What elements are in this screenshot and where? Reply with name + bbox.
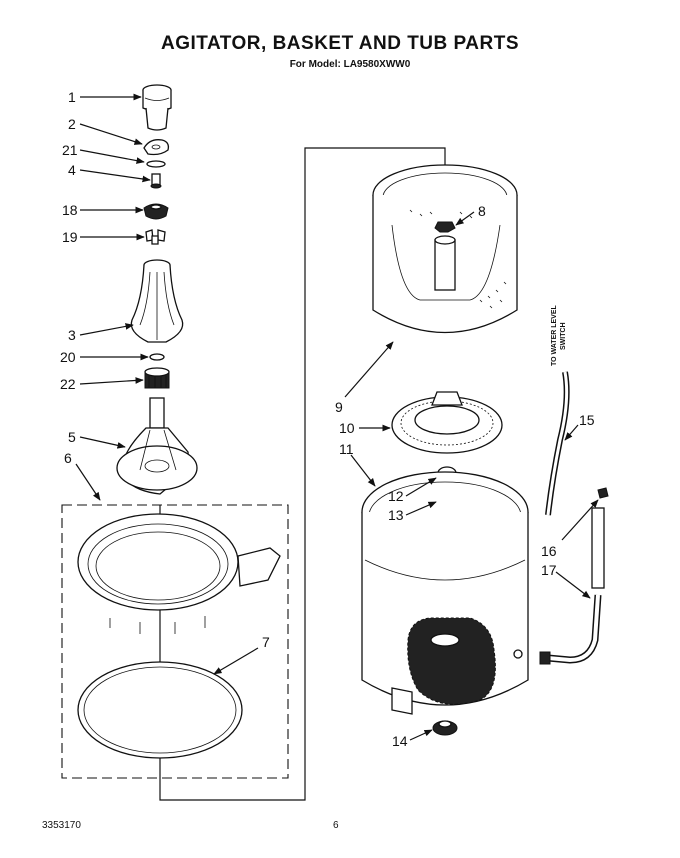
callout-6: 6 bbox=[64, 450, 72, 466]
part-ring bbox=[146, 160, 166, 168]
part-number: 3353170 bbox=[42, 820, 81, 831]
water-level-note: TO WATER LEVEL SWITCH bbox=[551, 304, 567, 366]
part-tub-ring bbox=[77, 661, 243, 759]
dashed-kit-box bbox=[61, 504, 289, 779]
callout-12: 12 bbox=[388, 488, 404, 504]
note-line-1: TO WATER LEVEL bbox=[551, 304, 558, 366]
part-agitator-cap bbox=[142, 84, 172, 131]
callout-3: 3 bbox=[68, 327, 76, 343]
callout-2: 2 bbox=[68, 116, 76, 132]
part-retaining-ring bbox=[149, 353, 165, 361]
part-agitator-base bbox=[116, 397, 198, 495]
part-dogs bbox=[145, 229, 166, 245]
callout-7: 7 bbox=[262, 634, 270, 650]
part-bolt bbox=[150, 173, 162, 189]
part-drain-hose bbox=[539, 507, 605, 665]
part-clutch bbox=[143, 203, 169, 220]
callout-11: 11 bbox=[339, 441, 354, 457]
callout-19: 19 bbox=[62, 229, 78, 245]
part-basket bbox=[372, 164, 518, 334]
part-hub bbox=[391, 391, 503, 454]
callout-10: 10 bbox=[339, 420, 355, 436]
part-balance-ring bbox=[77, 513, 281, 634]
page-title: AGITATOR, BASKET AND TUB PARTS bbox=[160, 33, 520, 54]
part-basket-nut bbox=[434, 221, 456, 233]
callout-18: 18 bbox=[62, 202, 78, 218]
callout-20: 20 bbox=[60, 349, 76, 365]
callout-14: 14 bbox=[392, 733, 408, 749]
callout-21: 21 bbox=[62, 142, 78, 158]
callout-15: 15 bbox=[579, 412, 595, 428]
callout-13: 13 bbox=[388, 507, 404, 523]
part-agitator-body bbox=[130, 259, 184, 343]
callout-17: 17 bbox=[541, 562, 557, 578]
leader-lines bbox=[75, 93, 599, 741]
part-hose-clamp bbox=[597, 487, 609, 499]
callout-8: 8 bbox=[478, 203, 486, 219]
callout-1: 1 bbox=[68, 89, 76, 105]
part-seal bbox=[144, 367, 170, 389]
note-line-2: SWITCH bbox=[560, 322, 567, 350]
callout-16: 16 bbox=[541, 543, 557, 559]
part-drain-cap bbox=[432, 720, 458, 736]
part-cam bbox=[143, 139, 170, 156]
page-number: 6 bbox=[333, 820, 339, 831]
callout-5: 5 bbox=[68, 429, 76, 445]
part-tub bbox=[361, 471, 529, 715]
model-subtitle: For Model: LA9580XWW0 bbox=[289, 59, 411, 70]
callout-22: 22 bbox=[60, 376, 76, 392]
callout-4: 4 bbox=[68, 162, 76, 178]
callout-9: 9 bbox=[335, 399, 343, 415]
